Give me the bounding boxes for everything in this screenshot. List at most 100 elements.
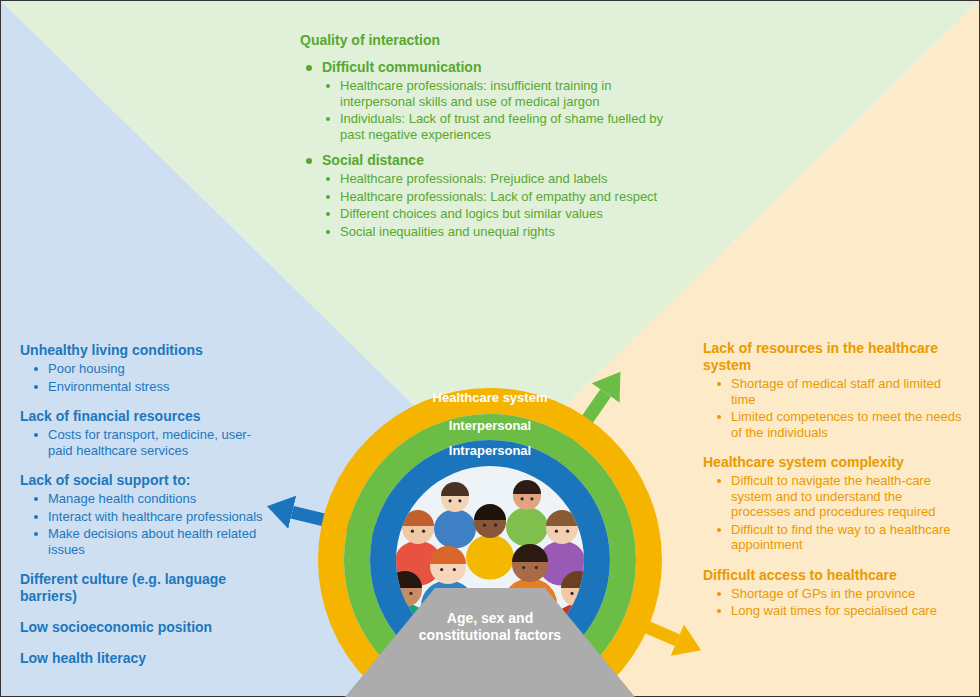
bullet-dot <box>717 609 721 613</box>
bullet-dot <box>34 367 38 371</box>
person-eye <box>422 530 425 533</box>
factor-item: Social inequalities and unequal rights <box>340 224 672 240</box>
text-row: Difficult to find the way to a healthcar… <box>717 522 965 553</box>
bullet-dot <box>717 592 721 596</box>
text-row: Individuals: Lack of trust and feeling o… <box>326 111 672 142</box>
factor-item: Healthcare professionals: Prejudice and … <box>340 171 672 187</box>
person-eye <box>530 497 533 500</box>
text-row: Healthcare professionals: Prejudice and … <box>326 171 672 187</box>
text-row: Low socioeconomic position <box>20 619 265 636</box>
bullet-dot <box>326 117 330 121</box>
person-eye <box>411 530 414 533</box>
text-row: Interact with healthcare professionals <box>34 509 265 525</box>
bullet-dot <box>326 177 330 181</box>
person-body <box>506 507 548 546</box>
text-row: Lack of financial resources <box>20 408 265 425</box>
person-figure <box>506 480 548 546</box>
person-hair <box>441 482 469 496</box>
text-row: Long wait times for specialised care <box>717 603 965 619</box>
factor-heading: Lack of social support to: <box>20 472 265 489</box>
factor-region: Lack of resources in the healthcare syst… <box>703 340 965 662</box>
person-eye <box>494 524 497 527</box>
factor-heading: Lack of resources in the healthcare syst… <box>703 340 965 374</box>
bullet-dot <box>326 230 330 234</box>
person-figure <box>466 504 514 580</box>
text-row: Make decisions about health related issu… <box>34 526 265 557</box>
ring-band <box>318 388 662 697</box>
bullet-dot <box>717 382 721 386</box>
person-eye <box>566 530 569 533</box>
factor-subheading: Social distance <box>322 152 672 169</box>
text-row: Different culture (e.g. language barrier… <box>20 571 265 605</box>
text-row: Healthcare professionals: insufficient t… <box>326 78 672 109</box>
ring-band <box>344 414 636 697</box>
text-row: Social distance <box>306 152 672 169</box>
bullet-dot <box>306 65 312 71</box>
person-eye <box>453 568 456 571</box>
text-row: Manage health conditions <box>34 491 265 507</box>
text-row: Healthcare professionals: Lack of empath… <box>326 189 672 205</box>
bullet-dot <box>326 212 330 216</box>
bullet-dot <box>34 497 38 501</box>
person-hair <box>513 480 541 494</box>
text-row: Difficult access to healthcare <box>703 567 965 584</box>
bullet-dot <box>34 515 38 519</box>
person-eye <box>483 524 486 527</box>
factor-item: Interact with healthcare professionals <box>48 509 265 525</box>
text-row: Quality of interaction <box>300 32 672 49</box>
base-label: Age, sex and constitutional factors <box>400 610 580 644</box>
text-row: Social inequalities and unequal rights <box>326 224 672 240</box>
text-row: Difficult communication <box>306 59 672 76</box>
factor-item: Shortage of GPs in the province <box>731 586 965 602</box>
person-eye <box>522 566 525 569</box>
person-eye <box>535 566 538 569</box>
factor-item: Shortage of medical staff and limited ti… <box>731 376 965 407</box>
person-eye <box>570 592 573 595</box>
person-body <box>466 535 514 580</box>
text-row: Limited competences to meet the needs of… <box>717 409 965 440</box>
person-eye <box>449 499 452 502</box>
factor-subheading: Difficult communication <box>322 59 672 76</box>
bullet-dot <box>717 528 721 532</box>
factor-heading: Quality of interaction <box>300 32 672 49</box>
text-row: Difficult to navigate the health-care sy… <box>717 473 965 520</box>
person-hair <box>474 504 506 520</box>
factor-heading: Different culture (e.g. language barrier… <box>20 571 265 605</box>
factor-item: Make decisions about health related issu… <box>48 526 265 557</box>
factor-region: Quality of interactionDifficult communic… <box>300 32 672 370</box>
bullet-dot <box>306 158 312 164</box>
person-eye <box>458 499 461 502</box>
ring-label: Interpersonal <box>344 418 636 433</box>
factor-heading: Difficult access to healthcare <box>703 567 965 584</box>
base-trapezoid: Age, sex and constitutional factors <box>345 588 635 697</box>
ring-label: Intrapersonal <box>370 443 610 458</box>
factor-item: Costs for transport, medicine, user-paid… <box>48 427 265 458</box>
influence-arrow <box>646 627 677 640</box>
factor-item: Manage health conditions <box>48 491 265 507</box>
factor-item: Different choices and logics but similar… <box>340 206 672 222</box>
text-row: Environmental stress <box>34 379 265 395</box>
bullet-dot <box>717 415 721 419</box>
factor-item: Limited competences to meet the needs of… <box>731 409 965 440</box>
factor-heading: Low health literacy <box>20 650 265 667</box>
bullet-dot <box>717 479 721 483</box>
text-row: Shortage of GPs in the province <box>717 586 965 602</box>
factor-item: Long wait times for specialised care <box>731 603 965 619</box>
person-hair <box>512 544 548 562</box>
text-row: Low health literacy <box>20 650 265 667</box>
factor-item: Healthcare professionals: insufficient t… <box>340 78 672 109</box>
trapezoid-fill <box>345 588 635 697</box>
person-eye <box>555 530 558 533</box>
text-row: Lack of social support to: <box>20 472 265 489</box>
factor-heading: Unhealthy living conditions <box>20 342 265 359</box>
factor-item: Environmental stress <box>48 379 265 395</box>
text-row: Healthcare system complexity <box>703 454 965 471</box>
factor-item: Healthcare professionals: Lack of empath… <box>340 189 672 205</box>
person-eye <box>409 592 412 595</box>
person-eye <box>440 568 443 571</box>
bullet-dot <box>34 385 38 389</box>
factor-item: Difficult to navigate the health-care sy… <box>731 473 965 520</box>
text-row: Lack of resources in the healthcare syst… <box>703 340 965 374</box>
factor-item: Individuals: Lack of trust and feeling o… <box>340 111 672 142</box>
